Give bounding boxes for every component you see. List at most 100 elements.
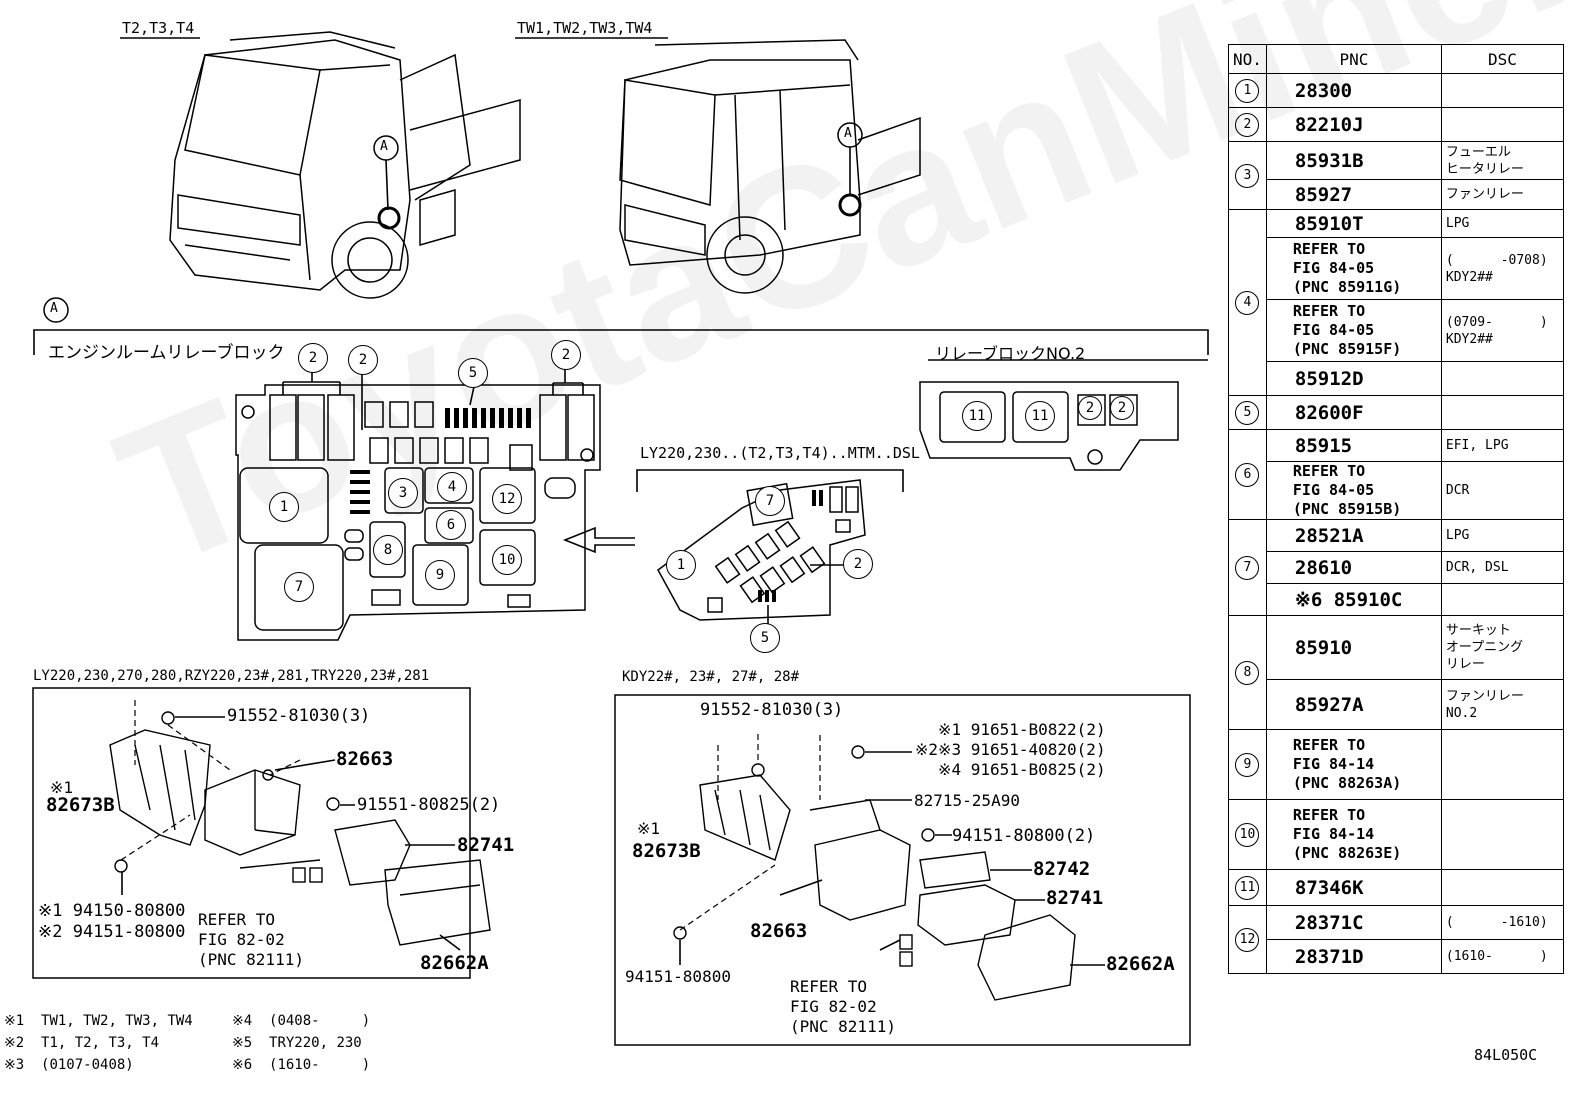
pnc-cell: 28371C [1265,905,1442,940]
callout-6: 6 [436,510,466,540]
pnc-cell: 82210J [1265,107,1442,142]
dsc-cell [1440,395,1564,430]
callout-2: 2 [551,340,581,370]
dsc-cell: DCR [1440,461,1564,520]
callout-7: 7 [755,486,785,516]
row-number: 9 [1228,729,1267,800]
dsc-cell [1440,583,1564,616]
callout-2: 2 [348,345,378,375]
dsc-cell [1440,799,1564,870]
dsc-cell: ファンリレー NO.2 [1440,679,1564,730]
row-number-circle: 3 [1235,163,1260,188]
table-row: ※6 85910C [1229,583,1564,616]
left-nut2: ※2 94151-80800 [38,922,186,942]
dsc-cell [1440,73,1564,108]
truck-double-cab [619,39,921,294]
dsc-cell: LPG [1440,209,1564,238]
callout-11: 11 [1025,401,1055,431]
right-bolt-group: ※1 91651-B0822(2) ※2※3 91651-40820(2) ※4… [915,720,1106,779]
row-number: 2 [1228,107,1267,142]
row-number-circle: 2 [1235,112,1260,137]
pnc-cell: 28300 [1265,73,1442,108]
row-number-circle: 1 [1235,78,1260,103]
footnotes-col1: ※1 TW1, TW2, TW3, TW4 ※2 T1, T2, T3, T4 … [4,1013,193,1073]
pnc-cell: 85912D [1265,361,1442,396]
detail-label: LY220,230..(T2,T3,T4)..MTM..DSL [640,444,920,462]
pnc-cell: REFER TO FIG 84-05 (PNC 85911G) [1265,237,1442,300]
table-row: 28371D(1610- ) [1229,939,1564,974]
dsc-cell [1440,729,1564,800]
table-row: REFER TO FIG 84-05 (PNC 85915B)DCR [1229,461,1564,520]
right-bolt-top: 91552-81030(3) [700,700,844,720]
pnc-cell: 85910 [1265,615,1442,680]
right-part-82741: 82741 [1046,887,1104,909]
callout-1: 1 [269,492,299,522]
callout-5: 5 [458,358,488,388]
dsc-cell: ファンリレー [1440,179,1564,210]
row-number: 1 [1228,73,1267,108]
row-number-circle: 6 [1235,462,1260,487]
footnotes-col2: ※4 (0408- ) ※5 TRY220, 230 ※6 (1610- ) [232,1013,371,1073]
callout-2: 2 [1110,396,1134,420]
callout-a-left-label: A [380,139,388,154]
right-exploded-parts [673,745,1076,1001]
pnc-cell: 85931B [1265,141,1442,180]
pnc-cell: REFER TO FIG 84-14 (PNC 88263E) [1265,799,1442,870]
dsc-cell: ( -0708) KDY2## [1440,237,1564,300]
row-number-circle: 10 [1235,822,1260,847]
callout-1: 1 [666,550,696,580]
left-refer: REFER TO FIG 82-02 (PNC 82111) [198,910,304,969]
section-a-marker: A [50,301,58,316]
right-truck-label: TW1,TW2,TW3,TW4 [517,19,653,37]
callout-2: 2 [298,343,328,373]
dsc-cell: LPG [1440,519,1564,552]
right-part-82673b: 82673B [632,840,701,862]
row-number: 7 [1228,519,1267,616]
right-bracket: 82715-25A90 [914,791,1020,810]
callout-10: 10 [492,545,522,575]
row-number: 3 [1228,141,1267,210]
pnc-cell: 28521A [1265,519,1442,552]
row-number-circle: 9 [1235,752,1260,777]
relay-block-no2-title: リレーブロックNO.2 [935,344,1086,363]
left-part-82662a: 82662A [420,952,489,974]
callout-11: 11 [962,401,992,431]
dsc-cell: サーキット オープニング リレー [1440,615,1564,680]
dsc-cell: フューエル ヒータリレー [1440,141,1564,180]
pnc-cell: 85927 [1265,179,1442,210]
table-row: REFER TO FIG 84-05 (PNC 85911G)( -0708) … [1229,237,1564,300]
truck-single-cab [169,31,521,299]
pnc-cell: 85915 [1265,429,1442,462]
row-number: 6 [1228,429,1267,520]
left-note1: ※1 [50,778,74,797]
left-exploded-parts [109,711,491,946]
right-panel-title: KDY22#, 23#, 27#, 28# [622,669,800,685]
right-note1: ※1 [637,819,661,838]
callout-3: 3 [388,478,418,508]
dsc-cell [1440,107,1564,142]
callout-12: 12 [492,484,522,514]
row-number-circle: 12 [1235,927,1260,952]
pnc-cell: 28371D [1265,939,1442,974]
left-panel-title: LY220,230,270,280,RZY220,23#,281,TRY220,… [33,668,430,684]
col-header-dsc: DSC [1440,44,1564,74]
row-number: 4 [1228,209,1267,396]
callout-2: 2 [843,549,873,579]
left-truck-label: T2,T3,T4 [122,19,195,37]
dsc-cell: (1610- ) [1440,939,1564,974]
pnc-cell: 87346K [1265,869,1442,906]
right-nut-bottom: 94151-80800 [625,967,731,986]
row-number-circle: 5 [1235,400,1260,425]
row-number-circle: 8 [1235,660,1260,685]
dsc-cell: DCR, DSL [1440,551,1564,584]
